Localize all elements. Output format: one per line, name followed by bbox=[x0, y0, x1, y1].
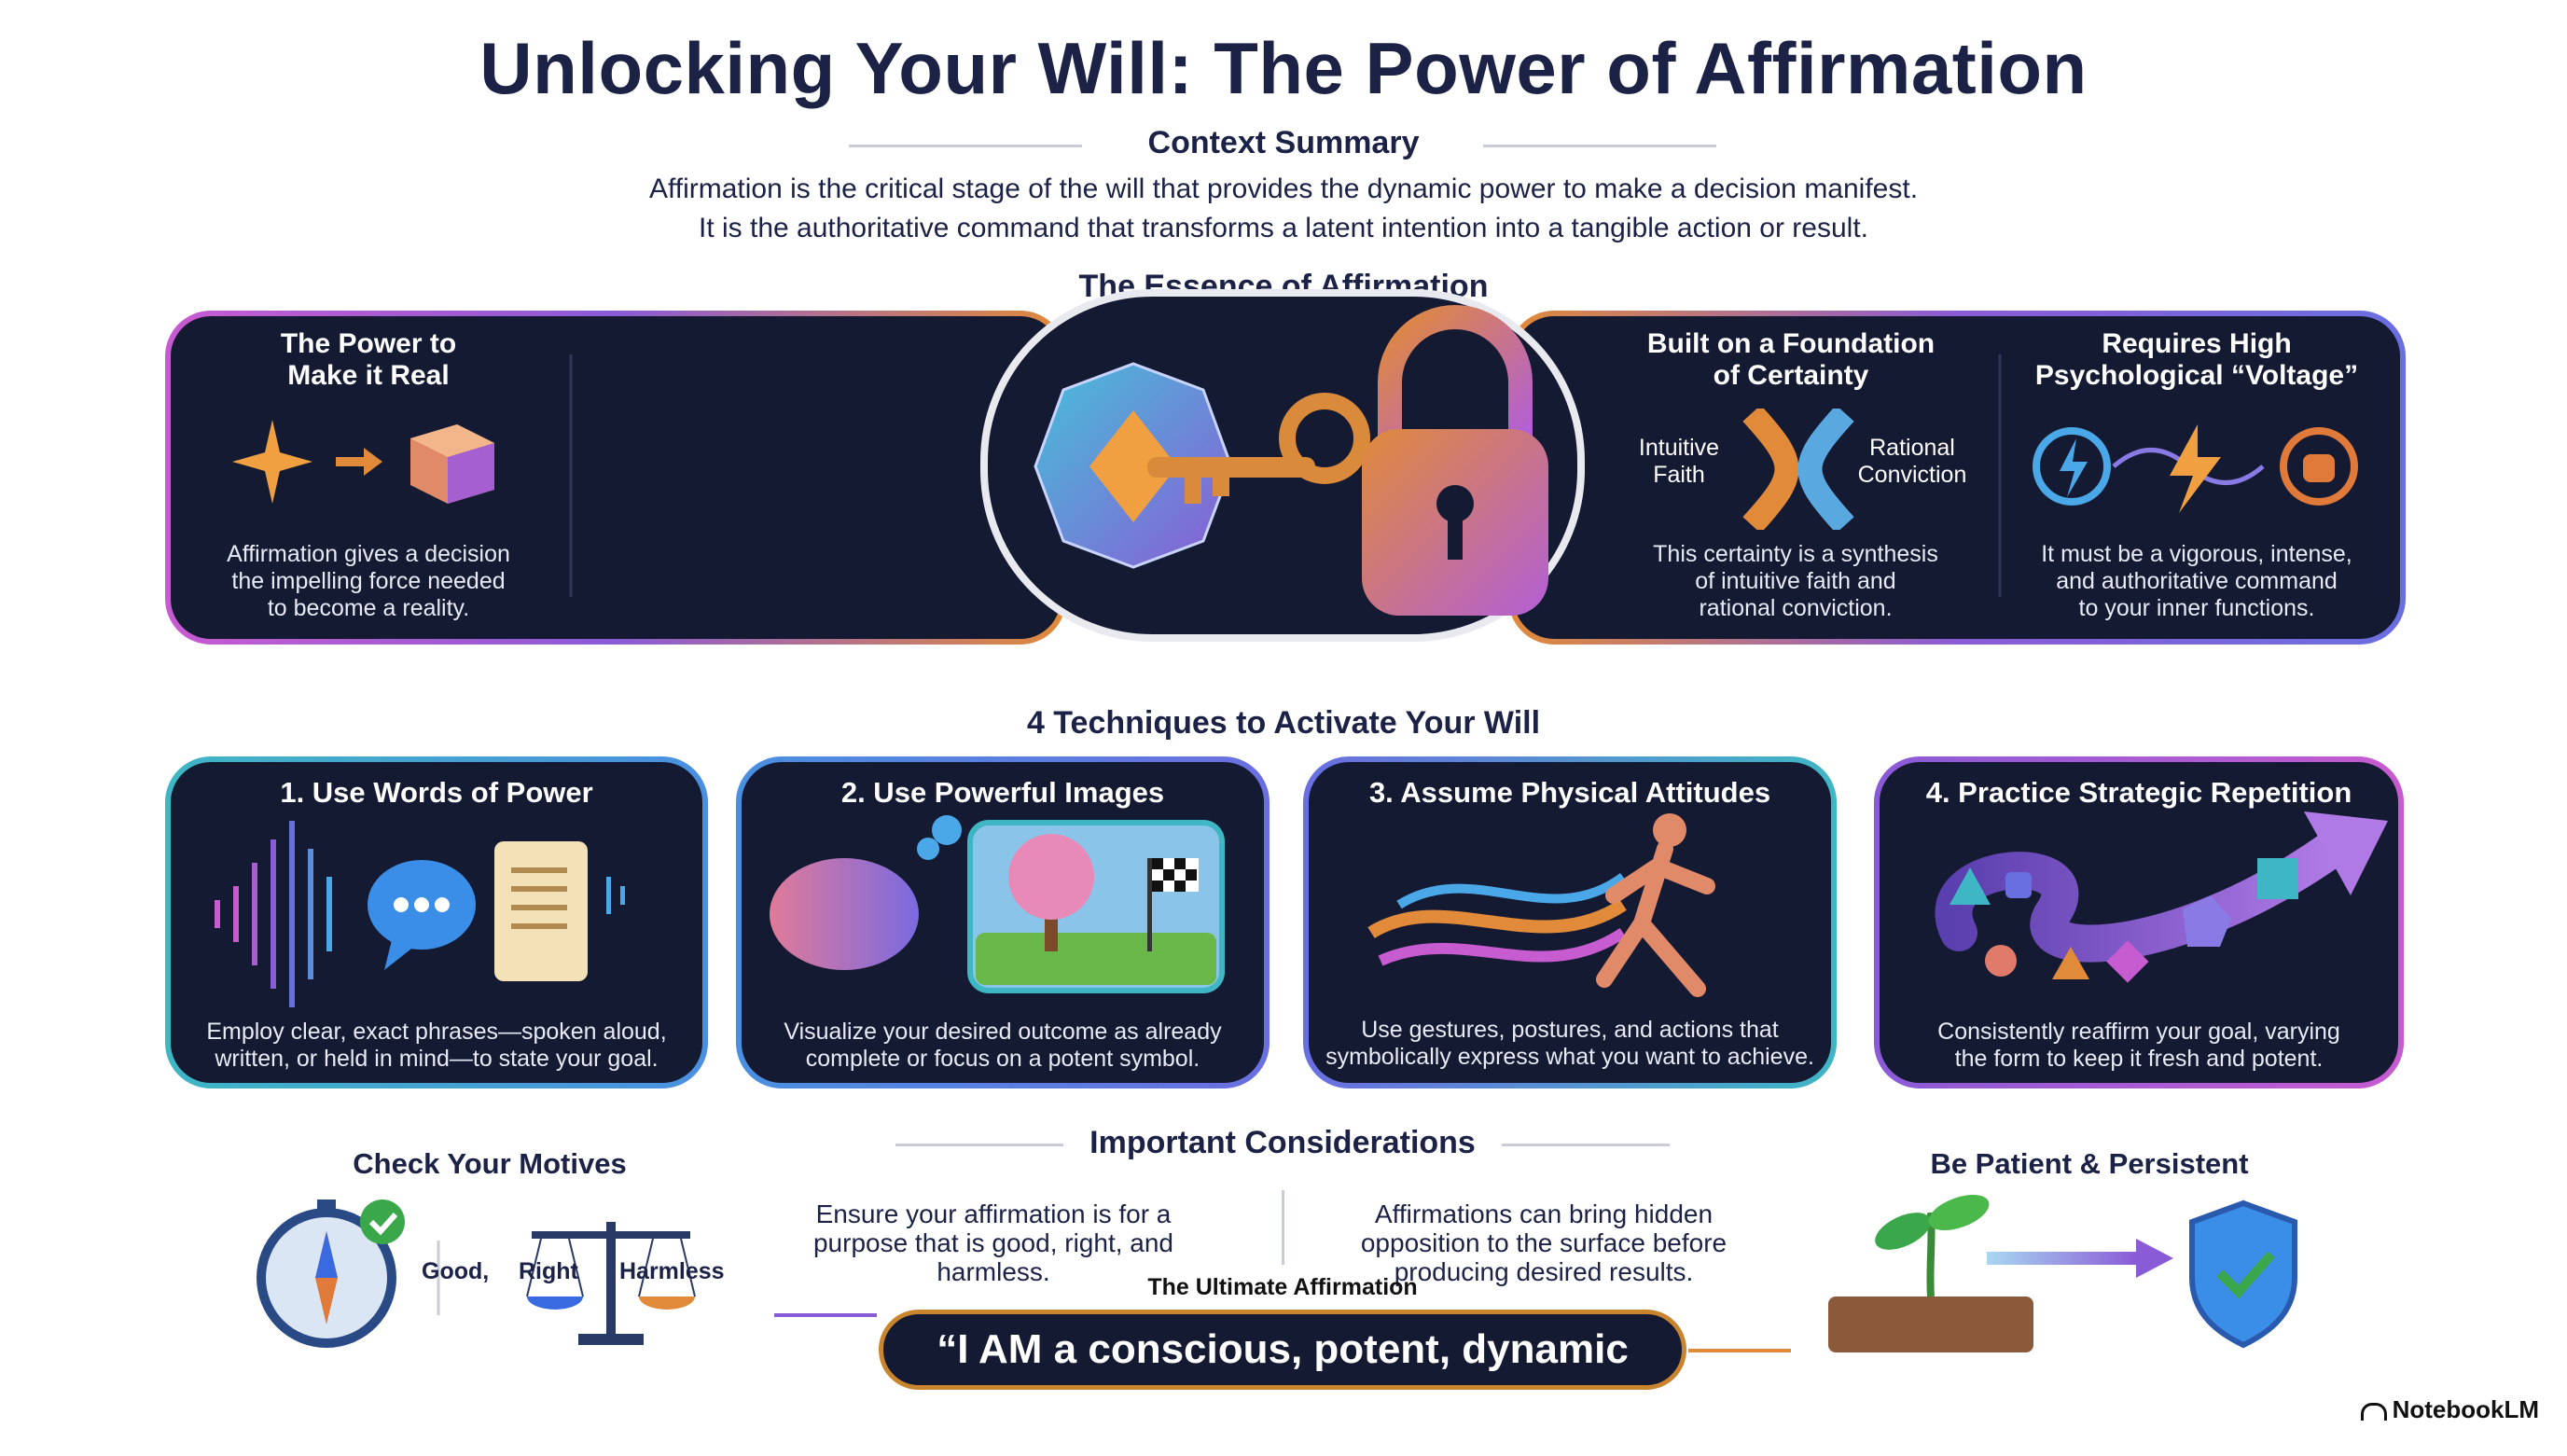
technique-4-text: Consistently reaffirm your goal, varying… bbox=[1884, 1019, 2394, 1073]
technique-1-text: Employ clear, exact phrases—spoken aloud… bbox=[177, 1019, 696, 1073]
ensure-line: purpose that is good, right, and bbox=[812, 1228, 1174, 1257]
voltage-title-line: Psychological “Voltage” bbox=[2034, 360, 2359, 391]
ensure-text: Ensure your affirmation is for a purpose… bbox=[784, 1199, 1203, 1286]
brand-text: NotebookLM bbox=[2392, 1395, 2539, 1423]
sprout-shield-icon bbox=[1828, 1194, 2297, 1352]
technique-4-title: 4. Practice Strategic Repetition bbox=[1925, 776, 2352, 809]
essence-frame bbox=[165, 289, 2406, 645]
power-title-line: Make it Real bbox=[287, 360, 450, 391]
foundation-text-line: of intuitive faith and bbox=[1695, 568, 1896, 594]
divider bbox=[1502, 1144, 1670, 1146]
power-title: The Power to Make it Real bbox=[215, 328, 522, 392]
power-text-line: the impelling force needed bbox=[231, 568, 506, 594]
technique-3-text: Use gestures, postures, and actions that… bbox=[1313, 1017, 1826, 1071]
technique-2-text: Visualize your desired outcome as alread… bbox=[746, 1019, 1259, 1073]
spark-to-cube-icon bbox=[232, 420, 494, 504]
technique-text-line: Consistently reaffirm your goal, varying bbox=[1937, 1019, 2340, 1045]
right-label: Right bbox=[519, 1258, 578, 1284]
ultimate-label: The Ultimate Affirmation bbox=[1147, 1274, 1418, 1300]
context-line: Affirmation is the critical stage of the… bbox=[648, 173, 1919, 204]
divider bbox=[895, 1144, 1063, 1146]
opposition-line: opposition to the surface before bbox=[1360, 1228, 1728, 1257]
techniques-heading: 4 Techniques to Activate Your Will bbox=[1026, 705, 1541, 741]
foundation-title-line: of Certainty bbox=[1713, 360, 1869, 391]
label-line: Faith bbox=[1653, 462, 1705, 488]
technique-text-line: Employ clear, exact phrases—spoken aloud… bbox=[206, 1019, 667, 1045]
voltage-text-line: and authoritative command bbox=[2056, 568, 2338, 594]
intuitive-faith-label: Intuitive Faith bbox=[1623, 435, 1735, 489]
technique-text-line: Use gestures, postures, and actions that bbox=[1361, 1017, 1779, 1043]
context-line: It is the authoritative command that tra… bbox=[698, 213, 1868, 243]
power-text-line: Affirmation gives a decision bbox=[227, 541, 510, 567]
voltage-text-line: It must be a vigorous, intense, bbox=[2041, 541, 2352, 567]
patient-title: Be Patient & Persistent bbox=[1930, 1147, 2249, 1180]
technique-text-line: complete or focus on a potent symbol. bbox=[805, 1046, 1200, 1072]
power-title-line: The Power to bbox=[280, 328, 457, 359]
ensure-line: harmless. bbox=[937, 1257, 1050, 1286]
quote-line-left bbox=[774, 1313, 877, 1317]
sound-wave-icon bbox=[215, 821, 332, 1007]
technique-1-title: 1. Use Words of Power bbox=[280, 776, 593, 809]
power-text: Affirmation gives a decision the impelli… bbox=[196, 541, 541, 622]
opposition-text: Affirmations can bring hidden opposition… bbox=[1334, 1199, 1754, 1286]
harmless-label: Harmless bbox=[619, 1258, 725, 1284]
quote-line-right bbox=[1688, 1349, 1791, 1352]
ensure-line: Ensure your affirmation is for a bbox=[815, 1199, 1172, 1228]
opposition-line: Affirmations can bring hidden bbox=[1374, 1199, 1714, 1228]
lightning-fist-icon bbox=[2033, 424, 2358, 513]
label-line: Rational bbox=[1869, 435, 1955, 461]
technique-text-line: written, or held in mind—to state your g… bbox=[215, 1046, 659, 1072]
voltage-title-line: Requires High bbox=[2102, 328, 2292, 359]
voltage-title: Requires High Psychological “Voltage” bbox=[2024, 328, 2369, 392]
techniques-frame bbox=[165, 756, 2404, 1089]
motives-title: Check Your Motives bbox=[353, 1147, 627, 1180]
technique-2-title: 2. Use Powerful Images bbox=[840, 776, 1165, 809]
divider-right bbox=[1483, 145, 1716, 147]
considerations-heading: Important Considerations bbox=[1089, 1125, 1476, 1160]
divider bbox=[1282, 1190, 1284, 1265]
foundation-text-line: This certainty is a synthesis bbox=[1653, 541, 1938, 567]
technique-text-line: symbolically express what you want to ac… bbox=[1325, 1044, 1814, 1070]
ultimate-quote: “I AM a conscious, potent, dynamic WILL.… bbox=[879, 1310, 1686, 1443]
brand-logo: NotebookLM bbox=[2360, 1395, 2539, 1424]
good-label: Good, bbox=[422, 1258, 490, 1284]
technique-text-line: Visualize your desired outcome as alread… bbox=[784, 1019, 1222, 1045]
foundation-text-line: rational conviction. bbox=[1699, 595, 1893, 621]
context-heading: Context Summary bbox=[1147, 125, 1420, 160]
foundation-text: This certainty is a synthesis of intuiti… bbox=[1623, 541, 1968, 622]
intertwined-pillars-icon bbox=[1742, 409, 1854, 530]
divider-left bbox=[849, 145, 1082, 147]
voltage-text-line: to your inner functions. bbox=[2078, 595, 2315, 621]
rational-conviction-label: Rational Conviction bbox=[1847, 435, 1977, 489]
technique-3-title: 3. Assume Physical Attitudes bbox=[1368, 776, 1771, 809]
foundation-title-line: Built on a Foundation bbox=[1646, 328, 1936, 359]
label-line: Conviction bbox=[1857, 462, 1967, 488]
foundation-title: Built on a Foundation of Certainty bbox=[1623, 328, 1959, 392]
context-summary: Affirmation is the critical stage of the… bbox=[0, 170, 2567, 248]
notebook-icon bbox=[2360, 1402, 2387, 1421]
voltage-text: It must be a vigorous, intense, and auth… bbox=[2024, 541, 2369, 622]
label-line: Intuitive bbox=[1638, 435, 1720, 461]
technique-text-line: the form to keep it fresh and potent. bbox=[1954, 1046, 2324, 1072]
compass-scale-icon bbox=[257, 1199, 696, 1348]
power-text-line: to become a reality. bbox=[267, 595, 470, 621]
page-title: Unlocking Your Will: The Power of Affirm… bbox=[479, 27, 2088, 109]
opposition-line: producing desired results. bbox=[1394, 1257, 1694, 1286]
